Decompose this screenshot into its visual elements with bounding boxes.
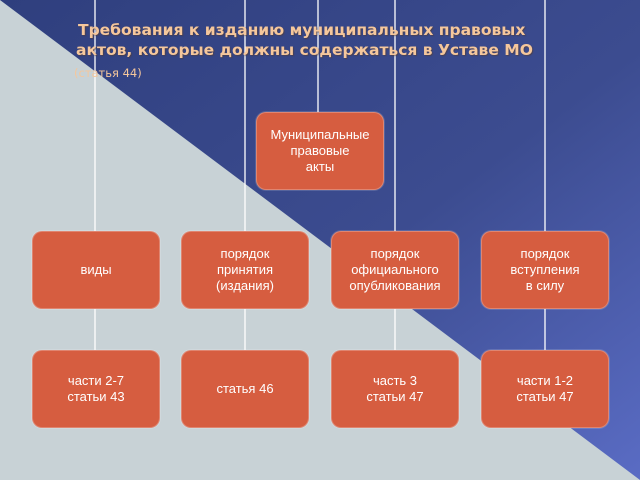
category-node-types: виды [32, 231, 160, 309]
detail-node-adoption: статья 46 [181, 350, 309, 428]
root-node: Муниципальные правовые акты [256, 112, 384, 190]
category-node-publication: порядок официального опубликования [331, 231, 459, 309]
category-node-adoption: порядок принятия (издания) [181, 231, 309, 309]
detail-node-publication: часть 3 статьи 47 [331, 350, 459, 428]
detail-node-types: части 2-7 статьи 43 [32, 350, 160, 428]
slide-title: Требования к изданию муниципальных право… [76, 20, 618, 60]
detail-node-entry-into-force: части 1-2 статьи 47 [481, 350, 609, 428]
title-line-2: актов, которые должны содержаться в Уста… [76, 41, 533, 59]
slide-subtitle: (статья 44) [74, 66, 142, 80]
category-node-entry-into-force: порядок вступления в силу [481, 231, 609, 309]
title-line-1: Требования к изданию муниципальных право… [78, 21, 526, 39]
